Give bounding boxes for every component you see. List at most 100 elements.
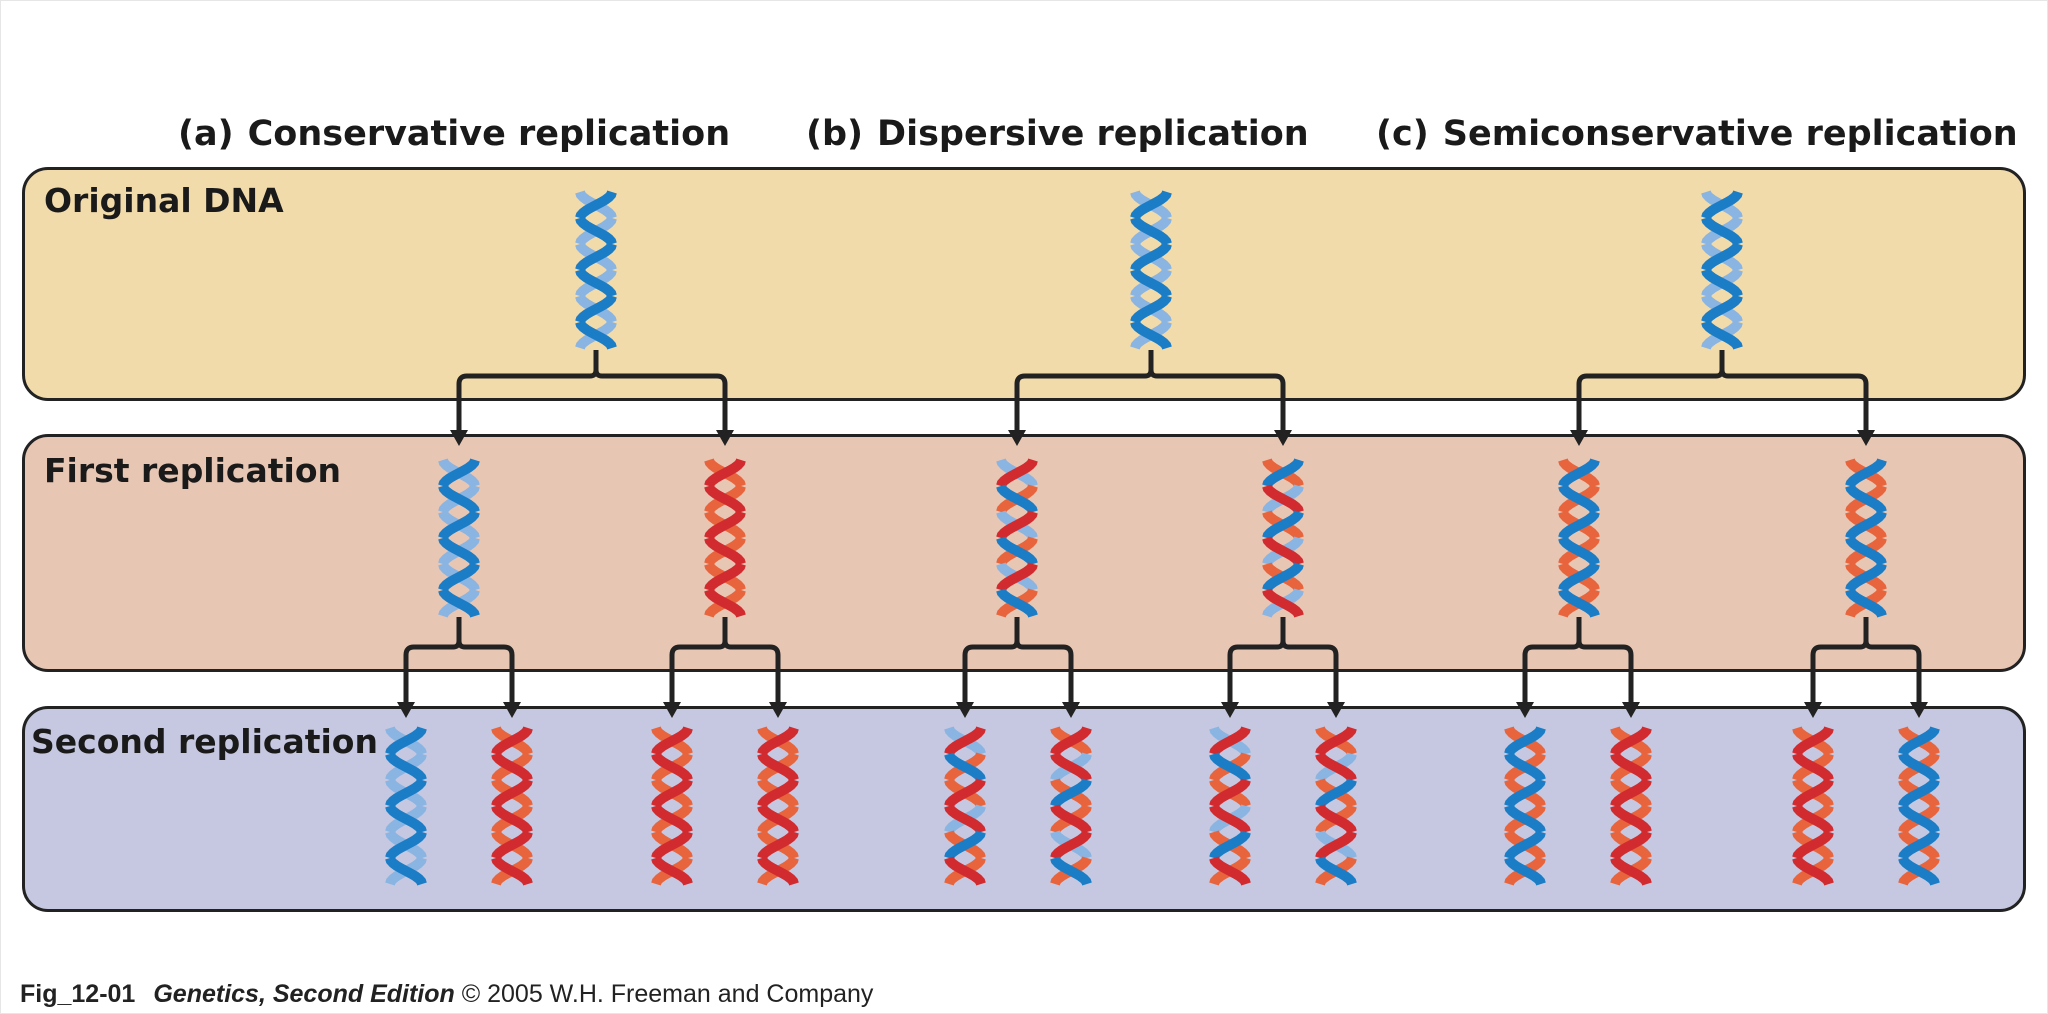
helix-strand-segment [1050, 752, 1092, 782]
panel-second-replication [22, 706, 2026, 912]
bracket-second-b [956, 617, 1080, 718]
helix-strand-segment [1792, 804, 1834, 834]
bracket-first-c [1570, 350, 1875, 446]
arrowhead [1221, 702, 1239, 718]
helix-strand-segment [996, 484, 1038, 514]
helix-strand-segment [1209, 778, 1251, 808]
arrowhead [663, 702, 681, 718]
row-label-first: First replication [44, 451, 342, 490]
helix-strand-segment [491, 778, 533, 808]
helix-strand-segment [385, 804, 427, 834]
arrowhead [769, 702, 787, 718]
helix-strand-segment [651, 804, 693, 834]
helix-strand-segment [651, 830, 693, 860]
helix-strand-segment [1792, 726, 1834, 756]
caption-book-title: Genetics, Second Edition [153, 980, 455, 1008]
helix-strand-segment [575, 320, 617, 350]
helix-strand-segment [996, 458, 1038, 488]
helix-second-b [1315, 726, 1357, 886]
helix-original-a [575, 190, 617, 350]
bracket-line-left [1014, 350, 1154, 434]
helix-strand-segment [1050, 830, 1092, 860]
helix-strand-segment [996, 536, 1038, 566]
helix-strand-segment [757, 856, 799, 886]
bracket-first-b [1008, 350, 1292, 446]
helix-strand-segment [1845, 458, 1887, 488]
helix-strand-segment [1898, 752, 1940, 782]
helix-strand-segment [1845, 562, 1887, 592]
column-title: Conservative replication [247, 114, 731, 154]
helix-strand-segment [1262, 484, 1304, 514]
helix-strand-segment [704, 458, 746, 488]
arrowhead [1008, 430, 1026, 446]
bracket-line-left [1522, 617, 1582, 706]
helix-strand-segment [1898, 804, 1940, 834]
helix-second-b [1050, 726, 1092, 886]
helix-strand-segment [1792, 830, 1834, 860]
helix-strand-segment [385, 856, 427, 886]
helix-strand-segment [1610, 752, 1652, 782]
column-heading-semiconservative: (c)Semiconservative replication [1376, 114, 2018, 154]
arrowhead [503, 702, 521, 718]
helix-strand-segment [491, 752, 533, 782]
helix-first-a [704, 458, 746, 618]
bracket-line-right [1280, 640, 1339, 706]
helix-strand-segment [1898, 856, 1940, 886]
helix-strand-segment [385, 726, 427, 756]
bracket-line-left [1227, 617, 1286, 706]
helix-strand-segment [944, 830, 986, 860]
helix-strand-segment [575, 294, 617, 324]
bracket-line-left [1810, 617, 1869, 706]
helix-second-a [385, 726, 427, 886]
helix-strand-segment [704, 588, 746, 618]
helix-strand-segment [1504, 830, 1546, 860]
helix-strand-segment [1610, 830, 1652, 860]
helix-strand-segment [1610, 778, 1652, 808]
helix-strand-segment [1504, 856, 1546, 886]
bracket-line-left [403, 617, 462, 706]
helix-strand-segment [944, 752, 986, 782]
arrowhead [1570, 430, 1588, 446]
helix-strand-segment [1558, 562, 1600, 592]
bracket-line-right [1148, 369, 1286, 434]
helix-strand-segment [1610, 726, 1652, 756]
helix-strand-segment [575, 190, 617, 220]
bracket-second-c [1804, 617, 1928, 718]
helix-strand-segment [385, 752, 427, 782]
helix-strand-segment [1504, 752, 1546, 782]
helix-strand-segment [438, 588, 480, 618]
bracket-second-a [663, 617, 787, 718]
helix-second-a [491, 726, 533, 886]
column-heading-dispersive: (b)Dispersive replication [806, 114, 1309, 154]
row-label-original: Original DNA [44, 181, 284, 220]
arrowhead [1062, 702, 1080, 718]
helix-strand-segment [996, 588, 1038, 618]
helix-original-c [1701, 190, 1743, 350]
helix-strand-segment [1504, 778, 1546, 808]
helix-strand-segment [1845, 588, 1887, 618]
bracket-line-left [456, 350, 599, 434]
helix-strand-segment [1315, 726, 1357, 756]
bracket-second-b [1221, 617, 1345, 718]
helix-strand-segment [1558, 536, 1600, 566]
helix-second-c [1504, 726, 1546, 886]
helix-strand-segment [757, 830, 799, 860]
helix-strand-segment [704, 536, 746, 566]
caption-copyright: © 2005 W.H. Freeman and Company [454, 980, 874, 1008]
helix-strand-segment [1262, 510, 1304, 540]
helix-strand-segment [491, 856, 533, 886]
helix-second-c [1610, 726, 1652, 886]
helix-strand-segment [1898, 778, 1940, 808]
column-letter: (a) [178, 114, 234, 154]
helix-strand-segment [491, 830, 533, 860]
arrowhead [1516, 702, 1534, 718]
helix-strand-segment [1701, 216, 1743, 246]
helix-strand-segment [1701, 320, 1743, 350]
helix-strand-segment [1792, 778, 1834, 808]
helix-strand-segment [385, 830, 427, 860]
helix-first-a [438, 458, 480, 618]
bracket-line-right [1576, 640, 1634, 706]
